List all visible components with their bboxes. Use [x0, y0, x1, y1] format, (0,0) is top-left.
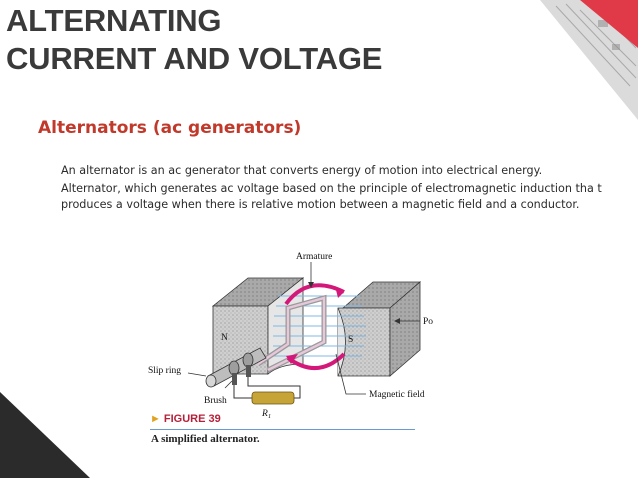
label-resistor: R1 [261, 409, 271, 420]
label-magnetic-field: Magnetic field [369, 389, 425, 400]
leader-lines [187, 262, 420, 395]
slide-title: ALTERNATING CURRENT AND VOLTAGE [6, 2, 382, 78]
title-line-1: ALTERNATING [6, 3, 222, 38]
paragraph-definition: An alternator is an ac generator that co… [61, 164, 543, 177]
label-armature: Armature [296, 252, 332, 262]
label-n: N [221, 333, 228, 343]
south-pole-piece [337, 281, 422, 377]
shaft-and-slip-rings [205, 347, 267, 388]
section-heading: Alternators (ac generators) [38, 118, 302, 138]
resistor-r1 [251, 391, 295, 405]
label-pole-piece: Pole piece [423, 317, 433, 327]
label-s: S [348, 335, 353, 345]
figure-number-text: FIGURE 39 [163, 413, 221, 425]
title-line-2: CURRENT AND VOLTAGE [6, 41, 383, 76]
label-slip-ring: Slip ring [148, 366, 181, 376]
paragraph-principle: Alternator, which generates ac voltage b… [61, 182, 602, 211]
label-brush: Brush [204, 396, 227, 406]
external-circuit [233, 377, 301, 399]
figure-number: ►FIGURE 39 [150, 413, 221, 425]
triangle-marker-icon: ► [150, 413, 161, 425]
alternator-diagram: Armature Pole piece N S Slip ring Brush … [148, 252, 433, 420]
figure-caption: A simplified alternator. [151, 433, 260, 445]
corner-decoration-bottom [0, 392, 90, 478]
armature-loop [256, 294, 327, 373]
figure-rule [150, 429, 415, 430]
